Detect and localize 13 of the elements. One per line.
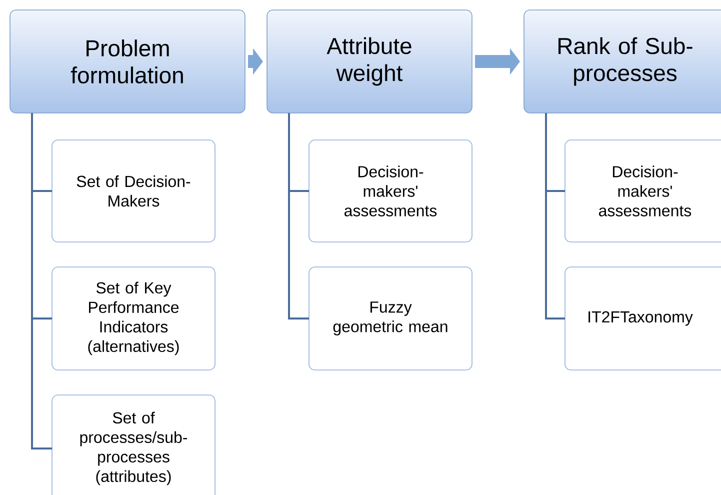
item-box: Fuzzy geometric mean xyxy=(308,266,472,370)
header-box: Attribute weight xyxy=(266,10,472,114)
header-box: Problem formulation xyxy=(10,10,246,114)
item-box: Set of processes/sub-processes (attributes) xyxy=(52,394,216,495)
item-box: Decision-makers' assessments xyxy=(564,140,721,242)
header-box: Rank of Sub-processes xyxy=(524,10,721,114)
item-box: IT2FTaxonomy xyxy=(564,266,721,370)
item-box: Decision-makers' assessments xyxy=(308,140,472,242)
connector-line xyxy=(31,113,52,450)
connector-line xyxy=(288,113,309,320)
item-box: Set of Key Performance Indicators (alternatives) xyxy=(52,266,216,370)
item-box: Set of Decision-Makers xyxy=(52,140,216,242)
connector-line xyxy=(545,113,565,320)
